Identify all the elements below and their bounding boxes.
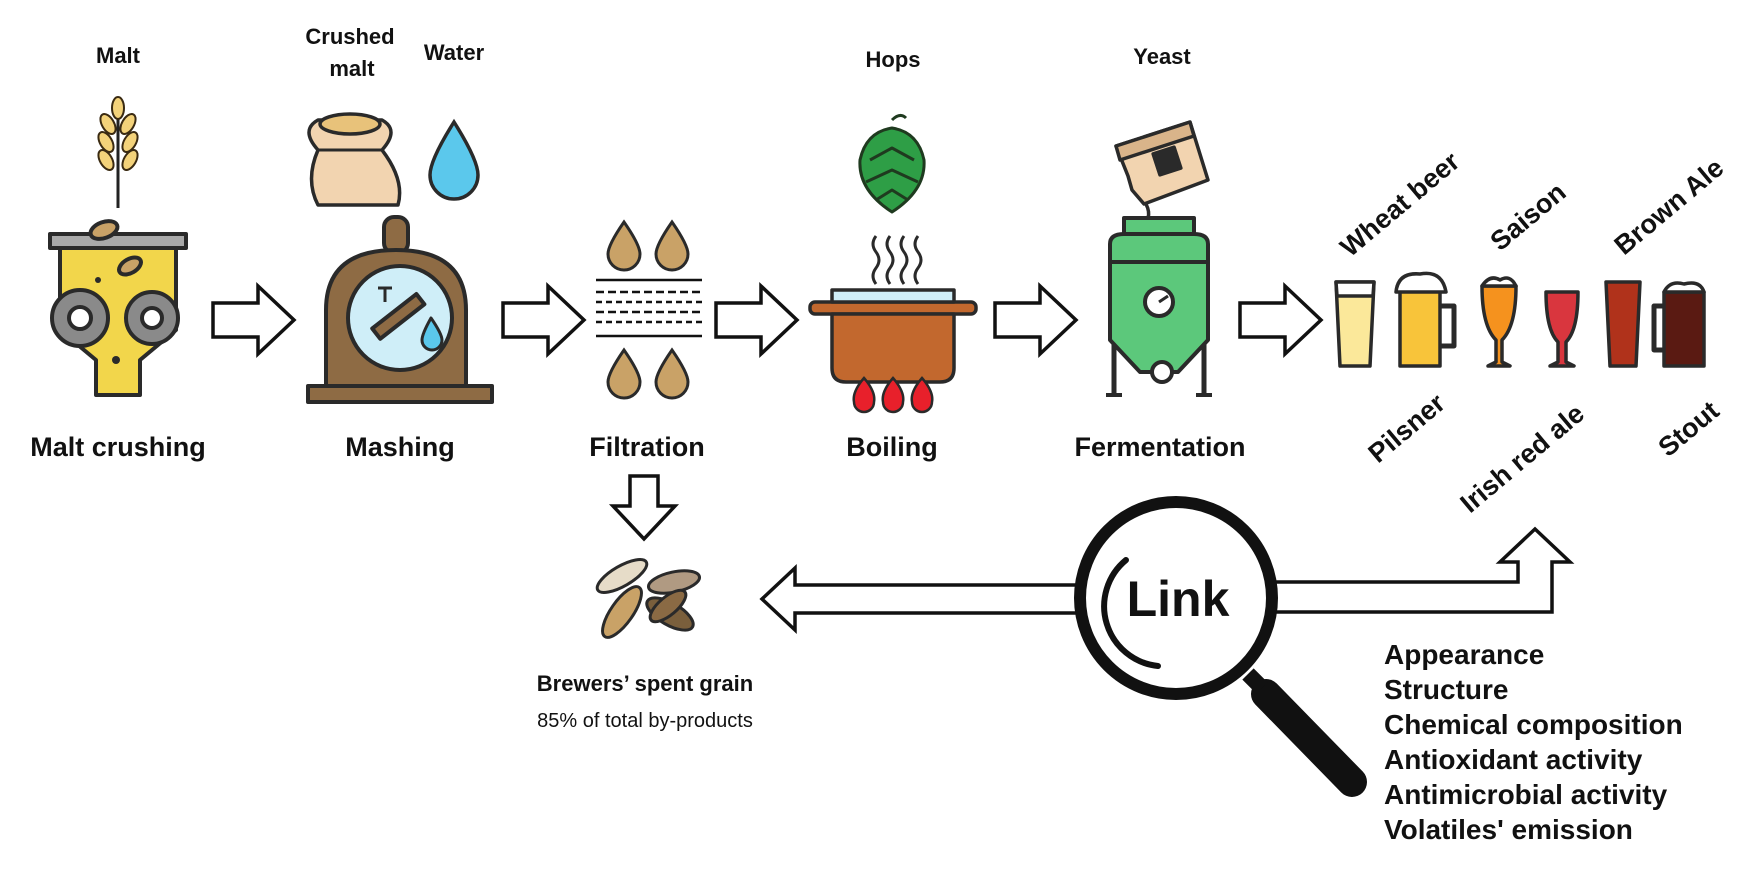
property-item: Appearance	[1384, 639, 1544, 670]
magnifier-icon	[1074, 496, 1367, 797]
arrow-boil-to-ferment	[993, 281, 1079, 359]
fermenter-icon	[1106, 216, 1212, 397]
property-item: Volatiles' emission	[1384, 814, 1633, 845]
arrow-link-to-beer	[1268, 526, 1575, 614]
beer-label-pilsner: Pilsner	[1363, 387, 1452, 468]
link-label: Link	[1127, 571, 1230, 627]
byproduct-title: Brewers’ spent grain	[537, 671, 753, 696]
yeast-pack-icon	[1114, 120, 1210, 219]
beer-label-brown-ale: Brown Ale	[1609, 152, 1730, 260]
property-item: Structure	[1384, 674, 1508, 705]
label-crushed-malt-2: malt	[329, 56, 375, 81]
label-hops: Hops	[866, 47, 921, 72]
arrow-ferment-to-beer	[1238, 281, 1324, 359]
process-arrows	[211, 281, 1324, 542]
step-malt-crushing: Malt crushing	[30, 432, 206, 462]
wheat-icon	[97, 96, 139, 208]
label-yeast: Yeast	[1133, 44, 1191, 69]
water-drop-icon	[428, 118, 480, 201]
step-filtration: Filtration	[589, 432, 705, 462]
beer-label-wheat-beer: Wheat beer	[1335, 146, 1466, 263]
hop-cone-icon	[858, 113, 926, 214]
property-item: Chemical composition	[1384, 709, 1683, 740]
byproduct-subtitle: 85% of total by-products	[537, 710, 753, 732]
step-boiling: Boiling	[846, 432, 937, 462]
beer-label-irish-red-ale: Irish red ale	[1455, 398, 1590, 518]
property-item: Antioxidant activity	[1384, 744, 1643, 775]
arrow-crush-to-mash	[211, 281, 297, 359]
label-malt: Malt	[96, 43, 141, 68]
step-fermentation: Fermentation	[1074, 432, 1245, 462]
beer-label-saison: Saison	[1485, 177, 1572, 257]
boiling-pot-icon	[808, 235, 978, 414]
property-item: Antimicrobial activity	[1384, 779, 1668, 810]
filter-icon	[596, 219, 702, 400]
beer-label-stout: Stout	[1653, 395, 1725, 462]
mash-tun-icon	[306, 215, 494, 404]
arrow-mash-to-filter	[501, 281, 587, 359]
arrow-filter-down	[608, 474, 680, 542]
property-list: Appearance Structure Chemical compositio…	[1384, 639, 1683, 845]
arrow-filter-to-boil	[714, 281, 800, 359]
label-water: Water	[424, 40, 485, 65]
beer-glasses-icon	[1334, 271, 1706, 368]
step-mashing: Mashing	[345, 432, 455, 462]
sack-icon	[307, 112, 402, 207]
link-arrows	[759, 526, 1575, 635]
label-crushed-malt-1: Crushed	[305, 24, 394, 49]
arrow-link-to-byproduct	[759, 563, 1082, 635]
grinder-icon	[48, 219, 188, 397]
spent-grain-icon	[595, 558, 702, 639]
